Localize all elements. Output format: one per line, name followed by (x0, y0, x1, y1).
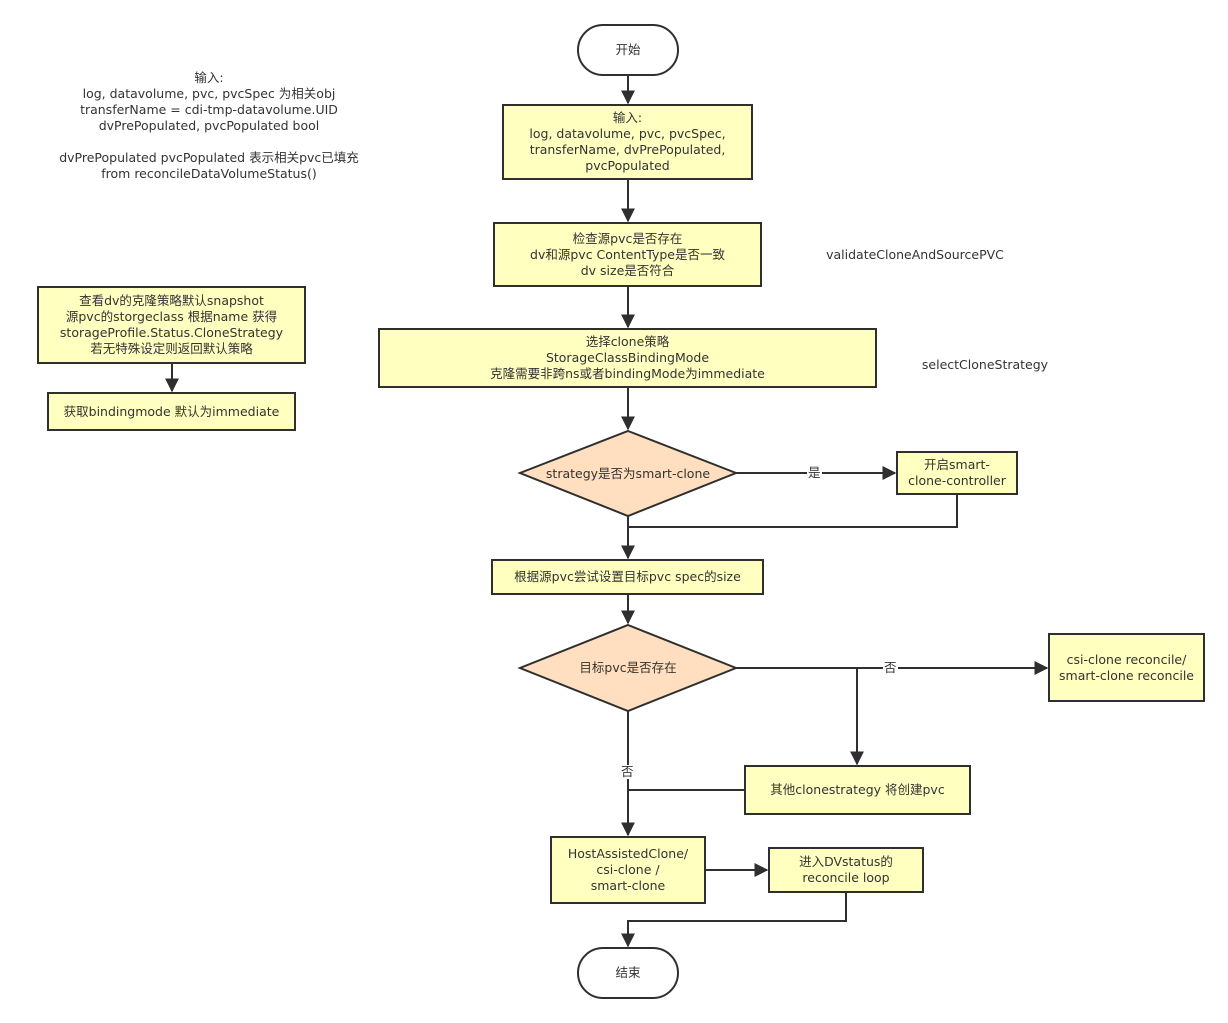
text-line: transferName = cdi-tmp-datavolume.UID (80, 102, 338, 117)
binding-mode-box-shape (47, 392, 296, 431)
text-line: csi-clone / (596, 862, 660, 877)
text-line: 开始 (615, 42, 641, 57)
smart-clone-controller-node: 开启smart-clone-controller (897, 452, 1017, 494)
text-line: 选择clone策略 (585, 334, 670, 349)
text-line: pvcPopulated (585, 158, 670, 173)
input-node: 输入:log, datavolume, pvc, pvcSpec,transfe… (503, 105, 752, 179)
start-node: 开始 (578, 25, 678, 75)
validate-box-shape (493, 222, 762, 287)
input-box-shape (502, 104, 753, 180)
edge-controller-return (628, 494, 958, 528)
text-line: 进入DVstatus的 (799, 854, 893, 869)
text-line: log, datavolume, pvc, pvcSpec, (529, 126, 726, 141)
validate-function-label: validateCloneAndSourcePVC (826, 247, 1004, 262)
text-line: clone-controller (908, 473, 1006, 488)
set-size-box-shape (491, 559, 764, 595)
other-strategy-box-shape (744, 765, 971, 815)
text-line: csi-clone reconcile/ (1066, 651, 1187, 667)
binding-mode-node: 获取bindingmode 默认为immediate (48, 393, 295, 430)
text-line: 输入: (194, 70, 224, 85)
host-assisted-box-shape (550, 836, 706, 904)
edge-label-no-down: 否 (620, 764, 635, 779)
text-line: 开启smart- (924, 457, 990, 472)
text-line: 查看dv的克隆策略默认snapshot (79, 293, 264, 308)
text-line: dv和源pvc ContentType是否一致 (530, 246, 725, 262)
edge-label-yes: 是 (807, 465, 822, 480)
text-line: from reconcileDataVolumeStatus() (101, 166, 317, 181)
edge-label-no-right: 否 (883, 660, 898, 675)
select-function-label: selectCloneStrategy (921, 357, 1049, 372)
text-line: dvPrePopulated pvcPopulated 表示相关pvc已填充 (59, 150, 359, 165)
text-line (30, 134, 388, 150)
text-line: 若无特殊设定则返回默认策略 (90, 341, 253, 356)
text-line: transferName, dvPrePopulated, (529, 142, 726, 157)
text-line: 检查源pvc是否存在 (572, 230, 683, 246)
smart-clone-controller-box-shape (896, 451, 1018, 495)
text-line: 根据源pvc尝试设置目标pvc spec的size (514, 569, 741, 584)
smart-clone-decision: strategy是否为smart-clone (520, 431, 736, 516)
text-line: 克隆需要非跨ns或者bindingMode为immediate (490, 366, 765, 381)
text-line: 输入: (612, 110, 643, 125)
text-line: 源pvc的storgeclass 根据name 获得 (65, 309, 278, 324)
host-assisted-node: HostAssistedClone/csi-clone /smart-clone (551, 837, 705, 903)
text-line: log, datavolume, pvc, pvcSpec 为相关obj (82, 86, 336, 101)
text-line: dvPrePopulated, pvcPopulated bool (98, 118, 320, 133)
text-line: 获取bindingmode 默认为immediate (63, 403, 280, 419)
text-line: 其他clonestrategy 将创建pvc (770, 782, 945, 797)
edge-dvstatus-end (621, 892, 847, 948)
text-line: strategy是否为smart-clone (545, 465, 711, 481)
end-node: 结束 (578, 948, 678, 998)
snapshot-policy-box-shape (37, 286, 306, 364)
csi-reconcile-box-shape (1048, 633, 1205, 702)
text-line: smart-clone (590, 878, 666, 893)
csi-reconcile-node: csi-clone reconcile/smart-clone reconcil… (1049, 634, 1204, 701)
end-terminal-shape (577, 947, 679, 999)
set-size-node: 根据源pvc尝试设置目标pvc spec的size (492, 560, 763, 594)
text-line: 目标pvc是否存在 (579, 660, 677, 675)
other-strategy-node: 其他clonestrategy 将创建pvc (745, 766, 970, 814)
text-line: 结束 (615, 965, 641, 980)
text-line: smart-clone reconcile (1059, 667, 1194, 683)
text-line: storageProfile.Status.CloneStrategy (59, 325, 284, 340)
target-pvc-decision: 目标pvc是否存在 (520, 625, 736, 711)
select-strategy-box-shape (378, 328, 877, 388)
text-line: StorageClassBindingMode (545, 350, 710, 365)
text-line: reconcile loop (802, 870, 890, 885)
text-line: HostAssistedClone/ (567, 846, 689, 861)
text-line: dv size是否符合 (580, 262, 675, 278)
